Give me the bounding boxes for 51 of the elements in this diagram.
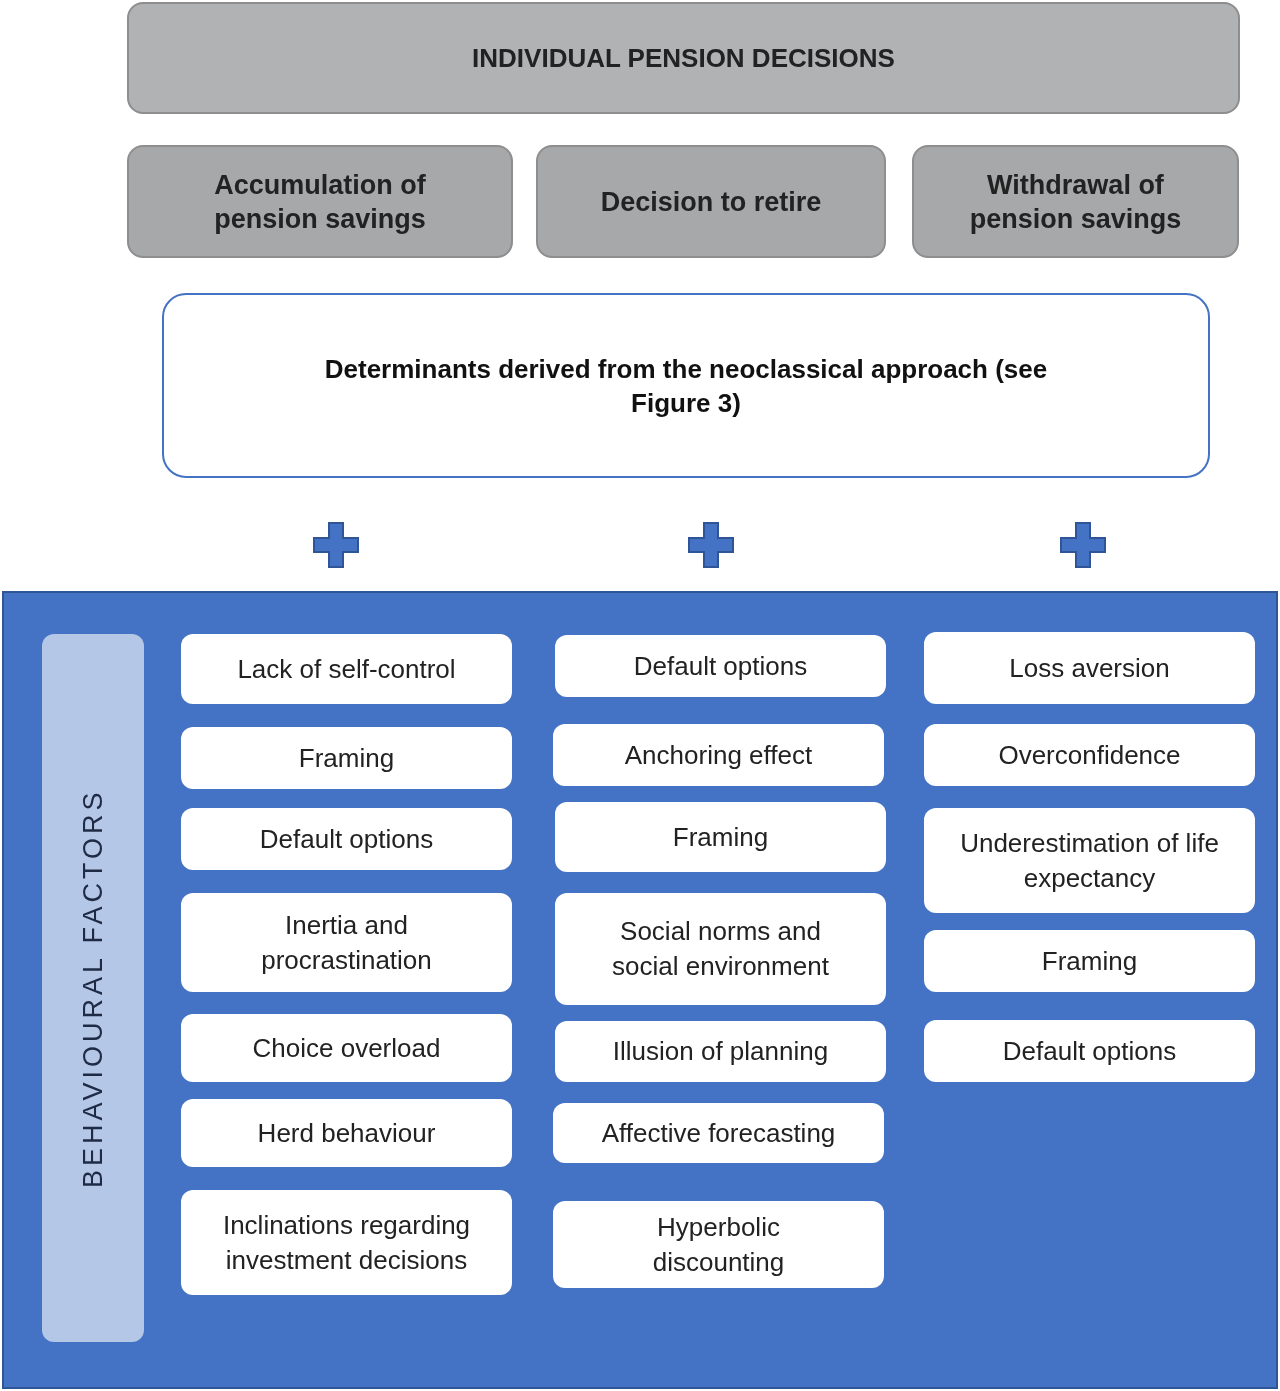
factor-box (555, 893, 886, 1005)
factor-label: Default options (259, 822, 434, 856)
factor-box (181, 808, 512, 870)
factor-label: Framing (298, 741, 395, 775)
factor-box (553, 1103, 884, 1163)
factors-panel (2, 591, 1278, 1389)
stage-label: Accumulation of pension savings (213, 168, 427, 236)
side-label: BEHAVIOURAL FACTORS (76, 788, 109, 1188)
factor-label: Default options (633, 649, 808, 683)
factor-box (924, 632, 1255, 704)
factor-box (181, 1190, 512, 1295)
factor-box (181, 727, 512, 789)
factor-box (181, 634, 512, 704)
factor-box (924, 1020, 1255, 1082)
factor-label: Affective forecasting (601, 1116, 836, 1150)
factor-label: Anchoring effect (624, 738, 813, 772)
factor-label: Inclinations regarding investment decisions (221, 1208, 472, 1277)
determinants-box (162, 293, 1210, 478)
factor-box (555, 802, 886, 872)
factor-label: Loss aversion (1009, 651, 1170, 685)
factor-label: Underestimation of life expectancy (959, 826, 1220, 895)
stage-box (127, 145, 513, 258)
factor-box (553, 724, 884, 786)
factor-box (924, 808, 1255, 913)
factor-label: Overconfidence (998, 738, 1181, 772)
factor-box (555, 635, 886, 697)
factor-label: Illusion of planning (612, 1035, 829, 1068)
factor-label: Choice overload (252, 1031, 441, 1065)
stage-label: Withdrawal of pension savings (968, 168, 1183, 236)
factor-label: Framing (672, 820, 769, 854)
heading-text: INDIVIDUAL PENSION DECISIONS (472, 41, 895, 75)
factor-box (181, 1014, 512, 1082)
factor-box (924, 724, 1255, 786)
factor-box (181, 893, 512, 992)
factor-label: Social norms and social environment (611, 915, 830, 983)
header-box (127, 2, 1240, 114)
factor-box (181, 1099, 512, 1167)
factor-box (555, 1021, 886, 1082)
factor-label: Lack of self-control (237, 652, 456, 686)
determinants-text: Determinants derived from the neoclassical approach (see Figure 3) (323, 352, 1049, 420)
factor-label: Herd behaviour (257, 1116, 436, 1150)
factor-label: Framing (1041, 944, 1138, 978)
factor-label: Hyperbolic discounting (651, 1210, 786, 1279)
stage-box (536, 145, 886, 258)
factor-label: Inertia and procrastination (260, 908, 433, 977)
stage-box (912, 145, 1239, 258)
factor-label: Default options (1002, 1034, 1177, 1068)
factor-box (553, 1201, 884, 1288)
side-band (42, 634, 144, 1342)
stage-label: Decision to retire (600, 185, 822, 219)
factor-box (924, 930, 1255, 992)
